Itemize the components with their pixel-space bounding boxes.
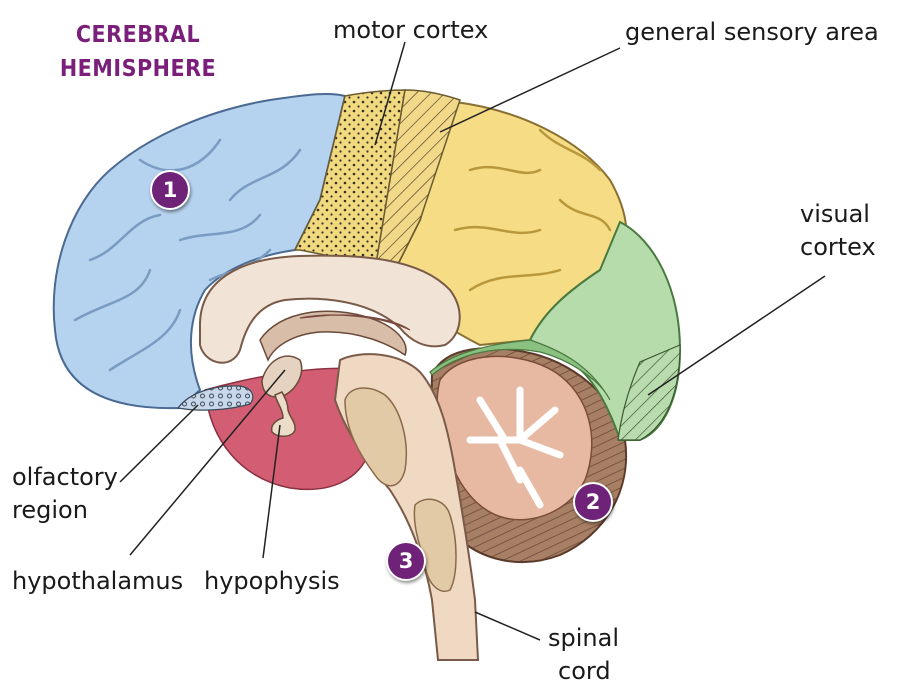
medulla [413, 498, 457, 592]
leader-hypophysis [262, 424, 281, 559]
visual-cortex-region [617, 344, 681, 441]
sensory-strip-region [374, 89, 461, 271]
title-line-1: CEREBRAL [75, 22, 201, 48]
badge-2: 2 [573, 482, 613, 522]
frontal-gyri [73, 138, 302, 372]
hypophysis-structure [270, 391, 296, 437]
label-cortex: cortex [800, 233, 876, 261]
temporal-green [429, 339, 611, 401]
label-hypophysis: hypophysis [204, 567, 340, 595]
olfactory-region-area [176, 385, 254, 411]
parietal-gyri [453, 128, 612, 292]
label-motor-cortex: motor cortex [333, 16, 489, 44]
leader-sensory [439, 47, 621, 133]
title-line-2: HEMISPHERE [59, 56, 217, 82]
frontal-lobe [52, 92, 347, 410]
label-visual: visual [800, 200, 870, 228]
diagram-title: CEREBRAL HEMISPHERE [58, 18, 218, 86]
label-hypothalamus: hypothalamus [12, 567, 184, 595]
corpus-callosum [199, 254, 461, 364]
badge-3: 3 [386, 541, 426, 581]
label-cord: cord [558, 657, 611, 685]
thalamus [299, 314, 411, 331]
label-region: region [12, 496, 88, 524]
leader-visual [647, 275, 826, 396]
label-olfactory: olfactory [12, 463, 118, 491]
leader-hypothalamus [129, 369, 286, 556]
leader-motor [374, 41, 406, 146]
badge-1: 1 [150, 170, 190, 210]
fornix-structure [259, 310, 407, 362]
label-spinal: spinal [548, 624, 619, 652]
label-general-sensory-area: general sensory area [625, 18, 879, 46]
leader-olfactory [119, 404, 199, 483]
cerebellum-white-matter [466, 386, 564, 509]
pons [344, 387, 408, 487]
leader-spinal [474, 611, 541, 641]
